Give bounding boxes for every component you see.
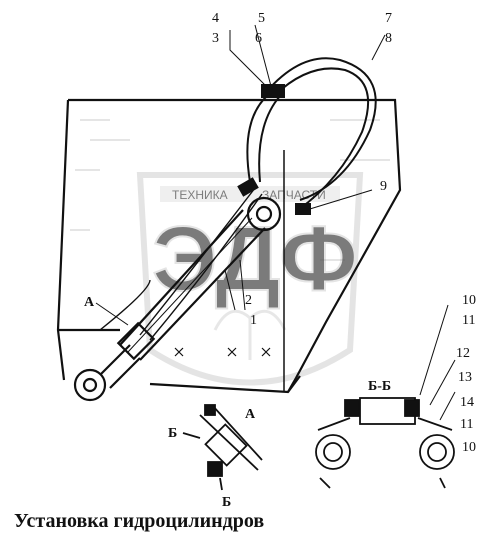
- section-view-bb: [315, 397, 455, 489]
- bucket-hatch: [70, 119, 390, 261]
- callout-10-top: 10: [462, 293, 476, 308]
- callout-8: 8: [385, 31, 392, 46]
- callout-3: 3: [212, 31, 219, 46]
- callout-6: 6: [255, 31, 262, 46]
- watermark-wheat: [213, 309, 287, 360]
- watermark-brand: ЭДФ: [152, 208, 358, 310]
- callout-7: 7: [385, 11, 392, 26]
- callout-2: 2: [245, 293, 252, 308]
- watermark-shield: [136, 172, 364, 386]
- view-a-mark-main: А: [84, 295, 95, 310]
- callout-11-top: 11: [462, 313, 475, 328]
- watermark: ТЕХНИКА ЗАПЧАСТИ ЭДФ: [136, 172, 364, 386]
- callout-9: 9: [380, 179, 387, 194]
- callout-13: 13: [458, 370, 472, 385]
- view-a-mark-detail: А: [245, 407, 256, 422]
- section-letters: А А Б Б Б-Б: [84, 295, 391, 510]
- callout-10-bottom: 10: [462, 440, 476, 455]
- callout-11-bottom: 11: [460, 417, 473, 432]
- drawing-caption: Установка гидроцилиндров: [14, 510, 265, 532]
- callout-12: 12: [456, 346, 470, 361]
- callout-14: 14: [460, 395, 474, 410]
- bucket-body: [56, 98, 402, 394]
- callout-4: 4: [212, 11, 219, 26]
- view-b-mark-top: Б: [168, 426, 177, 441]
- detail-view-a: [182, 404, 263, 491]
- callout-labels: 4 3 5 6 7 8 9 2 1 10 11 12 13 14 11 10: [212, 11, 476, 455]
- center-marks: [174, 347, 271, 357]
- section-bb-title: Б-Б: [368, 379, 391, 394]
- callout-1: 1: [250, 313, 257, 328]
- callout-5: 5: [258, 11, 265, 26]
- watermark-text-left: ТЕХНИКА: [172, 188, 228, 202]
- watermark-text-right: ЗАПЧАСТИ: [262, 188, 326, 202]
- view-b-mark-bottom: Б: [222, 495, 231, 510]
- leader-lines: [95, 24, 456, 421]
- hydraulic-hoses: [139, 57, 377, 341]
- hydraulic-cylinder: [73, 196, 282, 402]
